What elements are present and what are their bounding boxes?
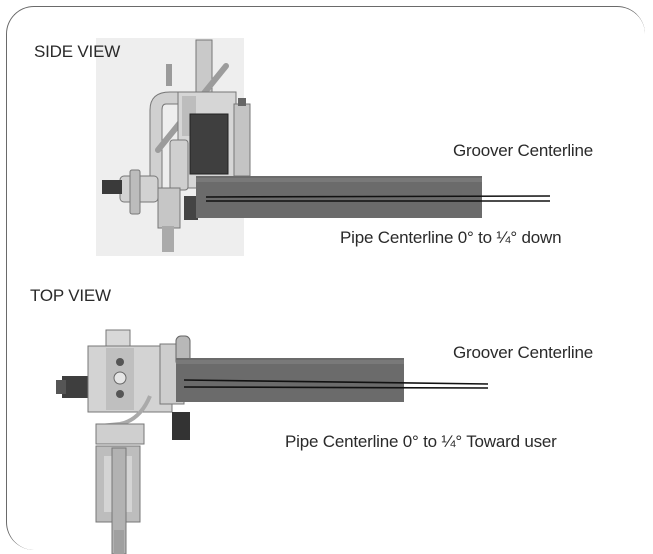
diagram-frame — [6, 6, 645, 550]
top-view-groover-centerline — [183, 379, 489, 385]
top-view-left-stub — [62, 376, 92, 398]
top-view-illustration — [56, 329, 489, 554]
side-view-pipe-centerline-label: Pipe Centerline 0° to ¼° down — [340, 228, 562, 247]
side-view-groover-centerline-label: Groover Centerline — [453, 141, 594, 160]
top-view-groover-centerline-label: Groover Centerline — [453, 343, 594, 362]
top-view-title: TOP VIEW — [30, 286, 111, 305]
top-view-pipe-centerline — [183, 386, 489, 389]
side-view-illustration — [96, 38, 551, 256]
top-view-pipe-centerline-label: Pipe Centerline 0° to ¼° Toward user — [285, 432, 557, 451]
side-view-title: SIDE VIEW — [34, 42, 121, 61]
side-view-groover-centerline — [205, 195, 551, 198]
side-view-motor — [189, 113, 229, 175]
top-view-stand — [95, 423, 145, 445]
